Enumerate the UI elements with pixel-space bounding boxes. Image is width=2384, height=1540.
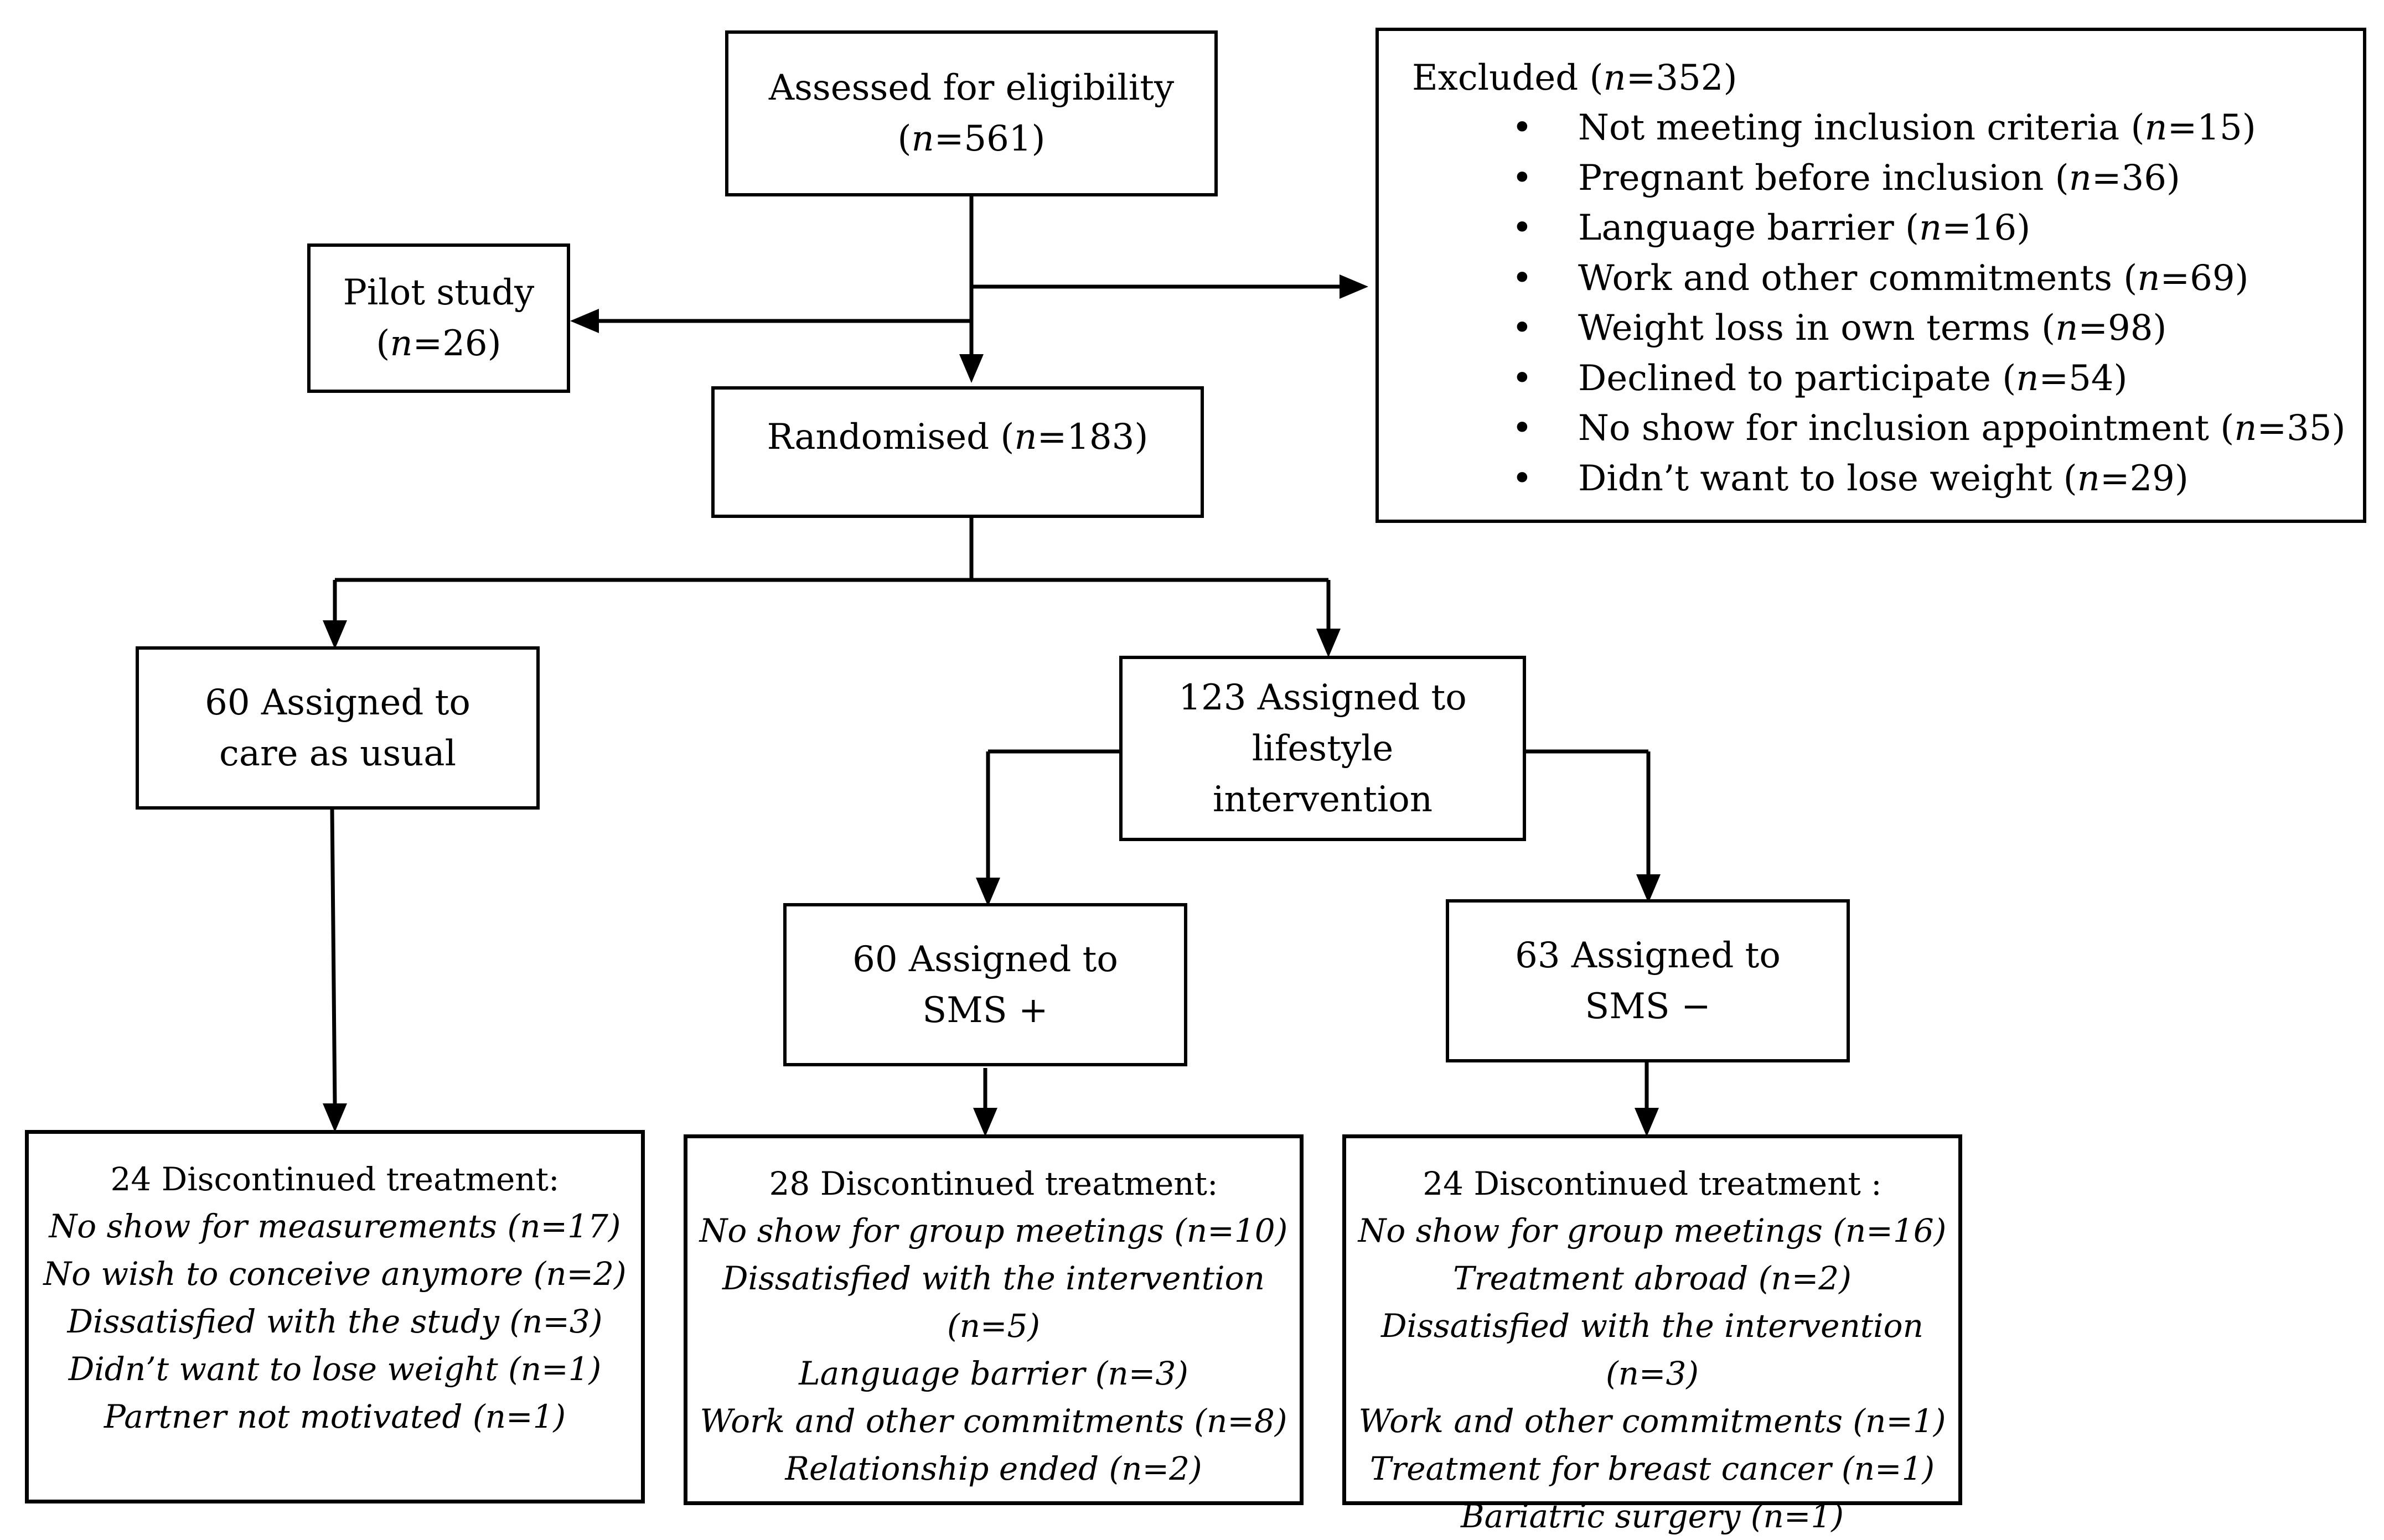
smsminus-line1: 63 Assigned to xyxy=(1515,935,1781,976)
disc-smsplus-item: Language barrier (n=3) xyxy=(799,1355,1188,1392)
excluded-reason: Didn’t want to lose weight (n=29) xyxy=(1412,454,2363,504)
disc-smsminus-item: Bariatric surgery (n=1) xyxy=(1461,1497,1844,1535)
disc-smsplus-item: Relationship ended (n=2) xyxy=(785,1450,1202,1487)
pilot-count: (n=26) xyxy=(376,323,501,364)
excluded-reason: Work and other commitments (n=69) xyxy=(1412,253,2363,304)
discontinued-sms-plus-box: 28 Discontinued treatment: No show for g… xyxy=(684,1134,1304,1505)
disc-care-item: Dissatisfied with the study (n=3) xyxy=(67,1303,603,1340)
care-as-usual-box: 60 Assigned to care as usual xyxy=(136,646,540,810)
disc-smsminus-item: Dissatisfied with the intervention (n=3) xyxy=(1381,1307,1923,1392)
smsminus-line2: SMS − xyxy=(1585,986,1711,1027)
discontinued-sms-minus-box: 24 Discontinued treatment : No show for … xyxy=(1342,1134,1962,1535)
disc-care-item: No wish to conceive anymore (n=2) xyxy=(43,1255,627,1293)
discontinued-care-box: 24 Discontinued treatment: No show for m… xyxy=(25,1130,645,1503)
smsplus-line1: 60 Assigned to xyxy=(852,938,1118,980)
disc-care-item: No show for measurements (n=17) xyxy=(49,1207,621,1245)
assessed-label: Assessed for eligibility xyxy=(768,68,1175,108)
sms-plus-box: 60 Assigned to SMS + xyxy=(783,903,1187,1066)
smsplus-line2: SMS + xyxy=(922,989,1048,1031)
disc-care-title: 24 Discontinued treatment: xyxy=(110,1160,560,1198)
excluded-box: Excluded (n=352) Not meeting inclusion c… xyxy=(1375,28,2366,523)
lifestyle-line3: intervention xyxy=(1212,779,1433,820)
disc-smsminus-item: Work and other commitments (n=1) xyxy=(1358,1402,1946,1440)
disc-smsminus-item: Treatment abroad (n=2) xyxy=(1453,1259,1852,1297)
randomised-label: Randomised (n=183) xyxy=(767,417,1149,458)
pilot-label: Pilot study xyxy=(343,272,535,313)
excluded-reason: Pregnant before inclusion (n=36) xyxy=(1412,153,2363,204)
disc-smsminus-item: Treatment for breast cancer (n=1) xyxy=(1369,1450,1935,1487)
disc-care-item: Partner not motivated (n=1) xyxy=(104,1398,566,1435)
excluded-reasons: Not meeting inclusion criteria (n=15) Pr… xyxy=(1412,103,2363,504)
disc-smsminus-item: No show for group meetings (n=16) xyxy=(1358,1212,1947,1249)
lifestyle-intervention-box: 123 Assigned to lifestyle intervention xyxy=(1119,656,1526,841)
assessed-box: Assessed for eligibility (n=561) xyxy=(725,30,1218,196)
disc-smsplus-item: Dissatisfied with the intervention (n=5) xyxy=(722,1259,1265,1345)
disc-care-item: Didn’t want to lose weight (n=1) xyxy=(68,1350,602,1388)
lifestyle-line1: 123 Assigned to xyxy=(1178,677,1467,718)
disc-smsplus-item: No show for group meetings (n=10) xyxy=(699,1212,1288,1249)
randomised-box: Randomised (n=183) xyxy=(711,386,1204,518)
excluded-reason: Language barrier (n=16) xyxy=(1412,203,2363,253)
excluded-reason: No show for inclusion appointment (n=35) xyxy=(1412,403,2363,454)
sms-minus-box: 63 Assigned to SMS − xyxy=(1446,899,1850,1062)
excluded-reason: Not meeting inclusion criteria (n=15) xyxy=(1412,103,2363,153)
care-line1: 60 Assigned to xyxy=(205,682,470,723)
care-line2: care as usual xyxy=(219,733,457,774)
disc-smsplus-item: Work and other commitments (n=8) xyxy=(700,1402,1287,1440)
pilot-box: Pilot study (n=26) xyxy=(307,243,570,393)
lifestyle-line2: lifestyle xyxy=(1252,728,1394,769)
disc-smsminus-title: 24 Discontinued treatment : xyxy=(1423,1165,1882,1202)
assessed-count: (n=561) xyxy=(897,118,1046,159)
excluded-reason: Declined to participate (n=54) xyxy=(1412,354,2363,404)
excluded-reason: Weight loss in own terms (n=98) xyxy=(1412,303,2363,354)
excluded-title: Excluded (n=352) xyxy=(1412,58,1737,98)
disc-smsplus-title: 28 Discontinued treatment: xyxy=(769,1165,1218,1202)
